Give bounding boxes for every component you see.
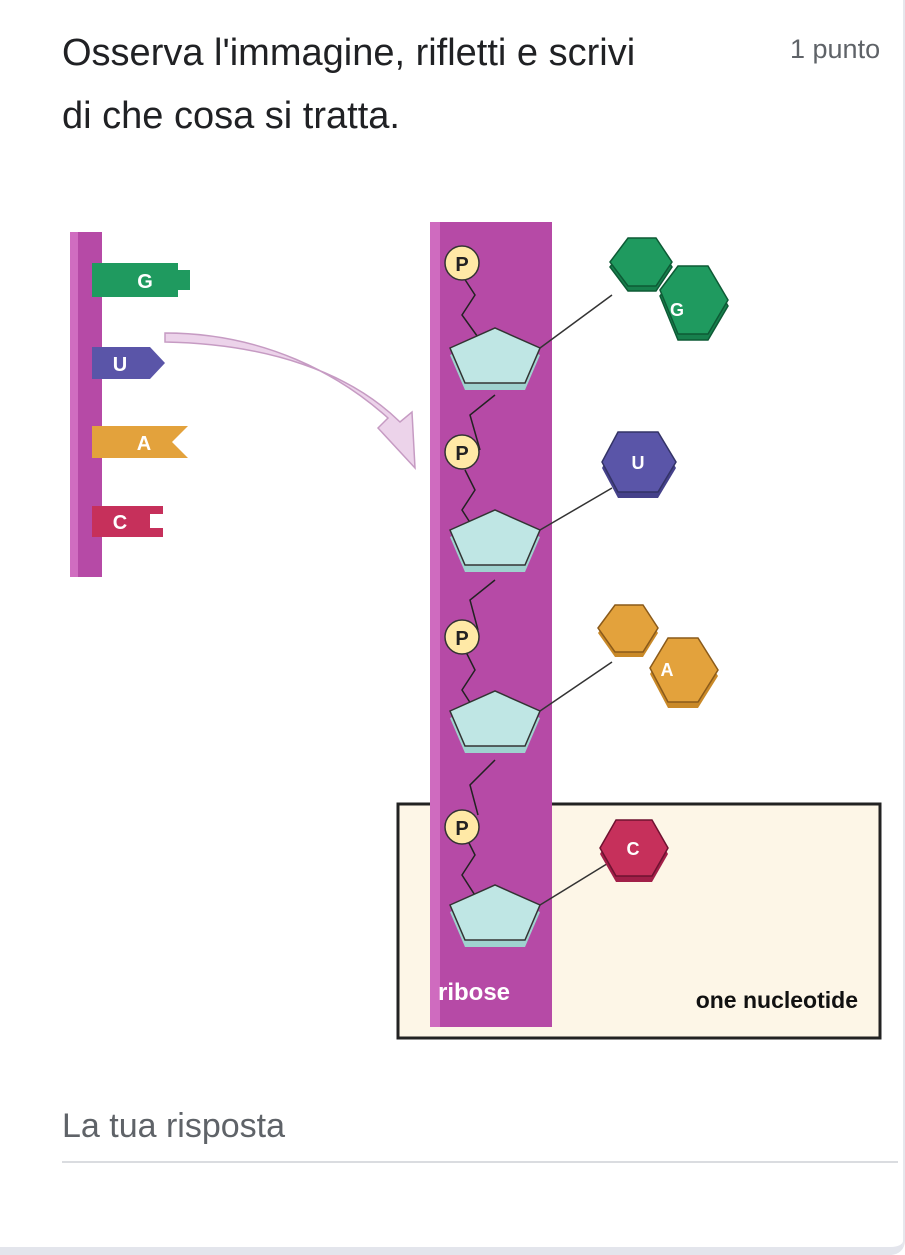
phosphate-2-label: P bbox=[455, 443, 468, 465]
strand-tag-c-label: C bbox=[113, 512, 127, 534]
base-a-label: A bbox=[661, 660, 674, 680]
base-a-ring-1 bbox=[597, 604, 659, 653]
backbone-connector bbox=[461, 274, 496, 911]
rna-diagram-image: G U A C bbox=[70, 222, 882, 1040]
one-nucleotide-label: one nucleotide bbox=[696, 987, 858, 1013]
phosphate-3-label: P bbox=[455, 628, 468, 650]
ribose-label: ribose bbox=[438, 979, 510, 1006]
nucleotide-3: P A bbox=[444, 604, 719, 753]
strand-tag-g-label: G bbox=[137, 271, 153, 293]
question-line-1: Osserva l'immagine, rifletti e scrivi bbox=[62, 32, 636, 74]
answer-underline bbox=[62, 1161, 898, 1163]
ribose-sugar-4 bbox=[449, 884, 541, 941]
small-rna-strand: G U A C bbox=[70, 232, 190, 577]
zoom-arrow bbox=[164, 332, 416, 471]
phosphate-1 bbox=[444, 245, 480, 281]
strand-tag-u-label: U bbox=[113, 354, 127, 376]
nucleotide-4: P C bbox=[444, 809, 669, 947]
strand-tag-a: A bbox=[92, 426, 188, 458]
answer-input[interactable]: La tua risposta bbox=[62, 1107, 286, 1145]
base-g-ring-2 bbox=[659, 265, 729, 335]
strand-tag-a-label: A bbox=[137, 433, 151, 455]
base-c-ring bbox=[599, 819, 669, 877]
ribose-sugar-2 bbox=[449, 509, 541, 566]
phosphate-1-label: P bbox=[455, 254, 468, 276]
base-c-label: C bbox=[627, 839, 640, 859]
question-title: Osserva l'immagine, rifletti e scrivi di… bbox=[62, 22, 742, 148]
question-line-2: di che cosa si tratta. bbox=[62, 95, 400, 137]
nucleotide-1: P G bbox=[444, 237, 729, 390]
base-g-label: G bbox=[670, 300, 684, 320]
base-a-ring-2 bbox=[649, 637, 719, 703]
base-g-ring-1 bbox=[609, 237, 673, 287]
strand-tag-u: U bbox=[92, 347, 165, 379]
points-label: 1 punto bbox=[790, 34, 881, 64]
phosphate-2 bbox=[444, 434, 480, 470]
base-u-ring bbox=[601, 431, 677, 493]
strand-tag-c: C bbox=[92, 506, 163, 537]
ribose-sugar-1 bbox=[449, 327, 541, 384]
phosphate-3 bbox=[444, 619, 480, 655]
ribose-sugar-3 bbox=[449, 690, 541, 747]
base-u-label: U bbox=[632, 453, 645, 473]
phosphate-4-label: P bbox=[455, 818, 468, 840]
strand-tag-g: G bbox=[92, 263, 190, 297]
phosphate-4 bbox=[444, 809, 480, 845]
nucleotide-2: P U bbox=[444, 431, 677, 572]
